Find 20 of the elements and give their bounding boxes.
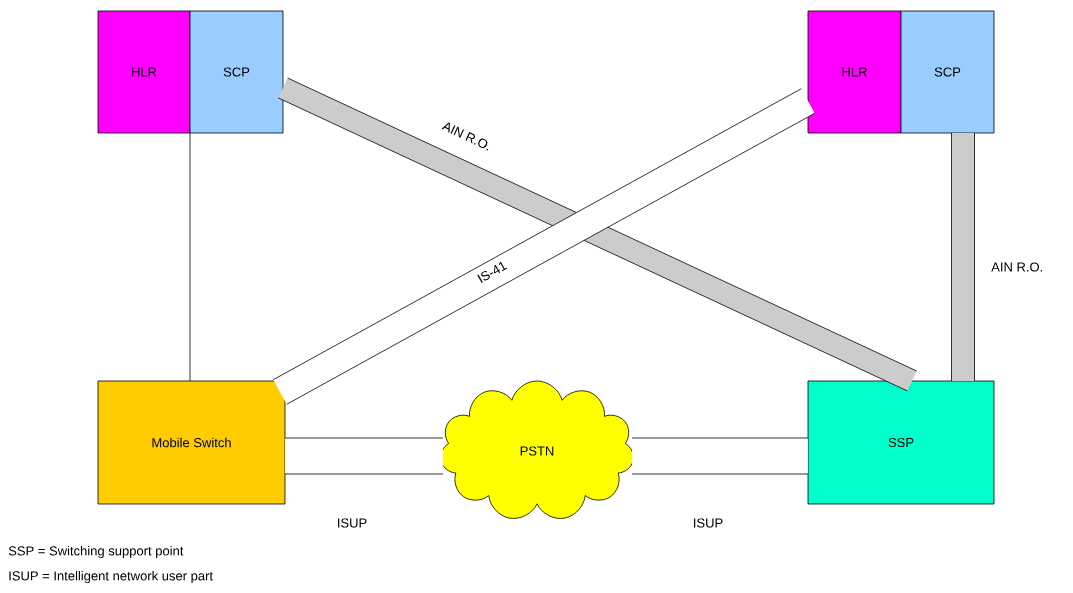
hlr-box: HLR: [807, 10, 902, 134]
scp-box: SCP: [189, 10, 284, 134]
edge-label: ISUP: [338, 518, 367, 528]
connector: [277, 77, 918, 392]
note: SSP = Switching support point: [8, 545, 184, 559]
hlr-box: HLR: [97, 10, 191, 134]
network-cloud: PSTN: [440, 380, 634, 519]
edge-label: AIN R.O.: [991, 262, 1042, 272]
note: ISUP = Intelligent network user part: [9, 570, 213, 584]
scp-box: SCP: [900, 10, 995, 134]
connector: [951, 132, 975, 382]
connector: [272, 88, 816, 405]
connector: [631, 437, 809, 475]
edge-label: IS-41: [477, 261, 508, 283]
edge-label: ISUP: [694, 518, 723, 528]
ssp-box: SSP: [807, 380, 995, 505]
connector: [189, 132, 191, 382]
edge-label: AIN R.O.: [441, 122, 489, 151]
switch-box: Mobile Switch: [97, 380, 286, 505]
connector: [284, 437, 444, 475]
